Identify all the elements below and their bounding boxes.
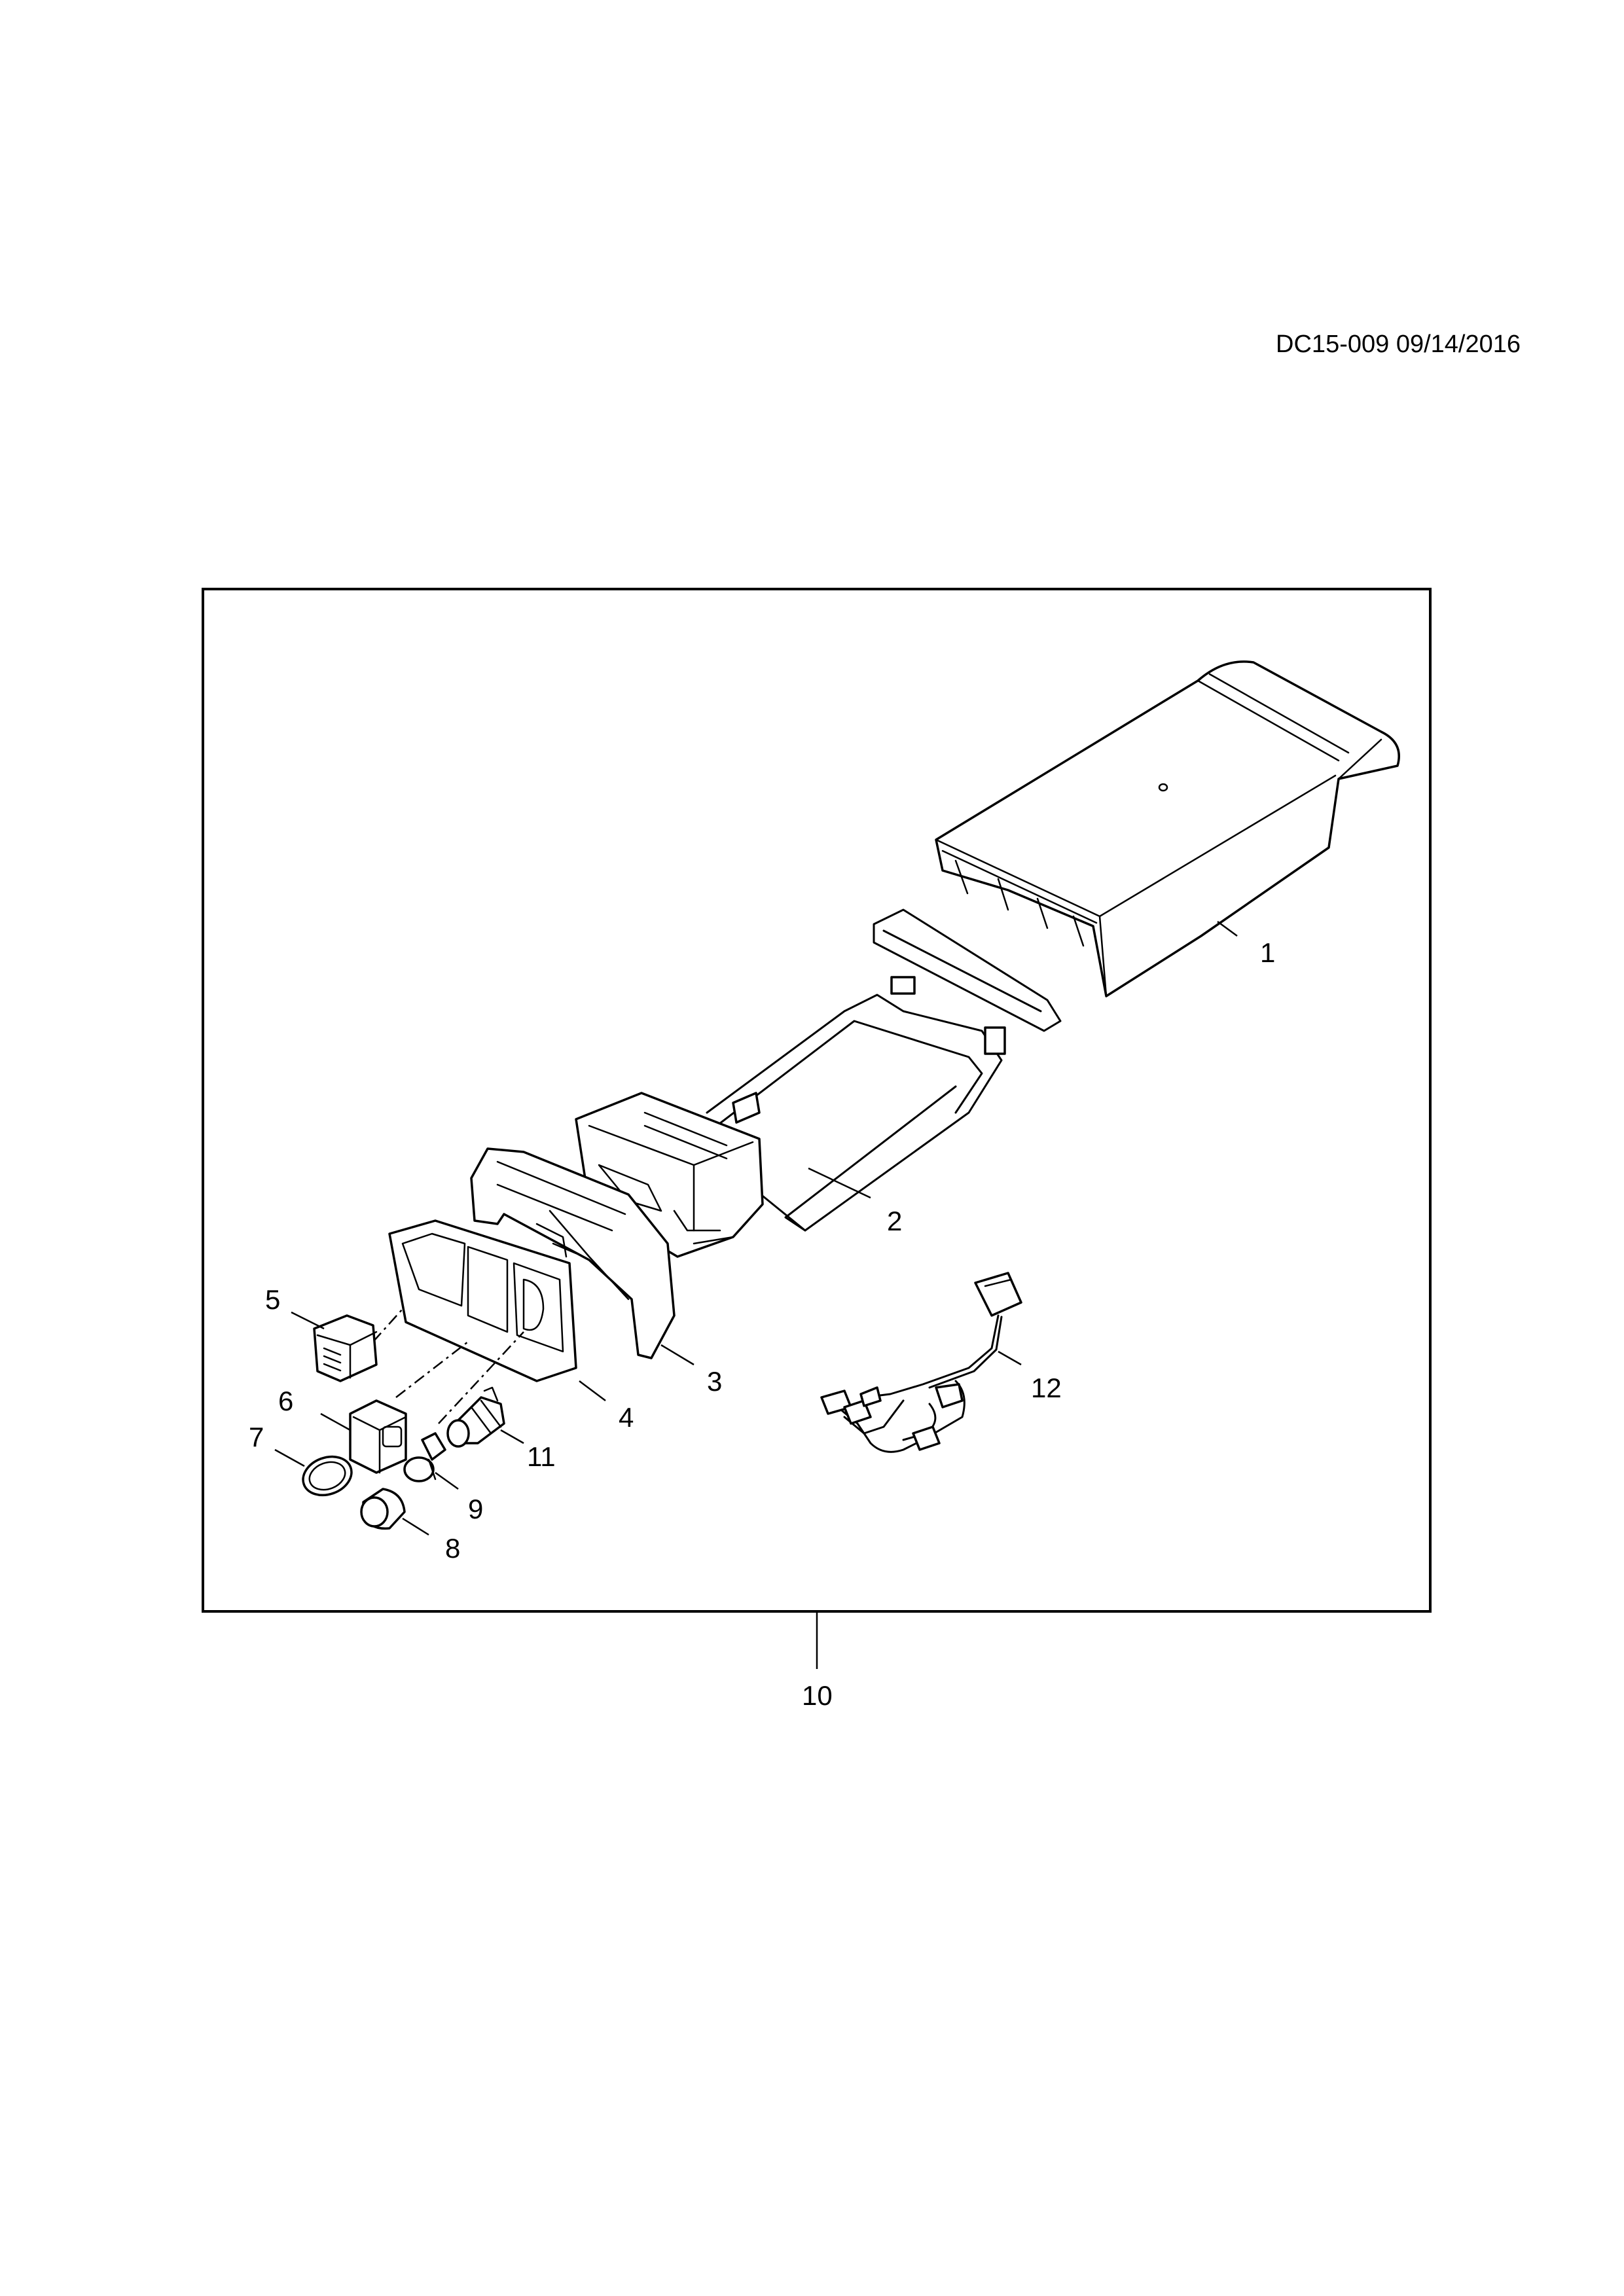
callout-3: 3 (707, 1366, 722, 1397)
part-armrest-lid[interactable] (935, 660, 1400, 997)
callout-6: 6 (278, 1386, 293, 1416)
callout-11: 11 (527, 1441, 556, 1472)
document-id: DC15-009 09/14/2016 (1276, 331, 1521, 358)
part-frame-assembly[interactable] (575, 908, 1062, 1258)
part-console-trim[interactable] (470, 1147, 676, 1359)
part-seal-ring[interactable] (298, 1450, 357, 1502)
part-wiring-harness[interactable] (820, 1272, 1022, 1453)
callout-5: 5 (265, 1284, 280, 1315)
callout-1: 1 (1260, 937, 1275, 968)
callout-4: 4 (619, 1402, 634, 1433)
callout-10: 10 (802, 1680, 833, 1711)
part-cap[interactable] (360, 1488, 406, 1530)
callout-12: 12 (1031, 1372, 1062, 1403)
part-power-outlet[interactable] (446, 1386, 505, 1448)
callout-2: 2 (887, 1206, 902, 1236)
part-socket-housing[interactable] (349, 1399, 407, 1474)
callout-8: 8 (445, 1533, 460, 1564)
part-switch-bezel[interactable] (388, 1219, 577, 1382)
part-socket-insert[interactable] (403, 1432, 446, 1482)
part-switch[interactable] (313, 1314, 378, 1382)
callout-9: 9 (468, 1494, 483, 1524)
callout-7: 7 (249, 1422, 264, 1452)
